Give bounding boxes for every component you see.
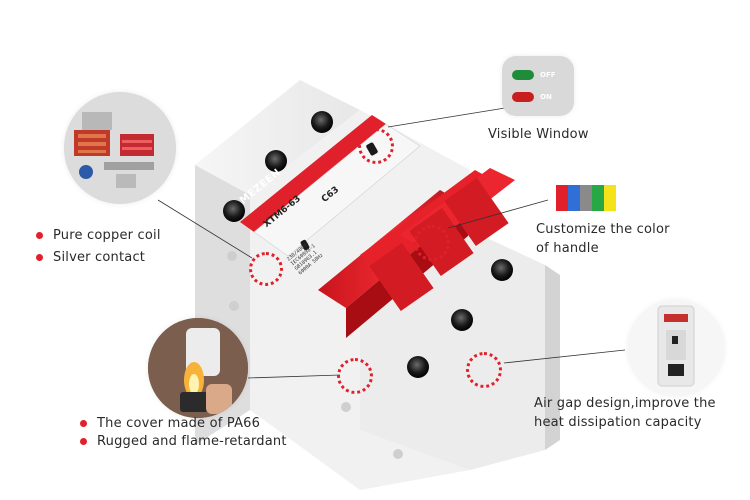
cover-hotspot — [337, 358, 373, 394]
bullet-icon — [80, 438, 87, 445]
off-lamp-icon — [512, 70, 534, 80]
bullet-icon — [36, 232, 43, 239]
flame-retardant-label: Rugged and flame-retardant — [97, 434, 287, 449]
handle-hotspot — [414, 225, 450, 261]
pure-copper-item: Pure copper coil — [36, 228, 161, 243]
handle-color-swatches — [556, 185, 616, 211]
on-label: ON — [540, 93, 552, 101]
bullet-icon — [36, 254, 43, 261]
internal-mechanism-inset — [64, 92, 176, 204]
off-label: OFF — [540, 71, 556, 79]
contact-hotspot — [249, 252, 283, 286]
air-gap-inset — [628, 300, 724, 396]
air-gap-caption-line1: Air gap design,improve the — [534, 396, 716, 411]
airgap-hotspot — [466, 352, 502, 388]
on-lamp-icon — [512, 92, 534, 102]
air-gap-caption-line2: heat dissipation capacity — [534, 415, 702, 430]
cover-pa66-label: The cover made of PA66 — [97, 416, 261, 431]
flame-test-inset — [148, 318, 248, 418]
swatch-yellow — [604, 185, 616, 211]
silver-contact-label: Silver contact — [53, 250, 146, 265]
swatch-green — [592, 185, 604, 211]
visible-window-inset: OFF ON — [502, 56, 574, 116]
on-indicator: ON — [512, 92, 552, 102]
off-indicator: OFF — [512, 70, 556, 80]
customize-caption-line1: Customize the color — [536, 222, 670, 237]
customize-caption-line2: of handle — [536, 241, 599, 256]
silver-contact-item: Silver contact — [36, 250, 145, 265]
copper-coil-icon — [64, 92, 176, 204]
flame-icon — [148, 318, 248, 418]
swatch-red — [556, 185, 568, 211]
pure-copper-label: Pure copper coil — [53, 228, 161, 243]
swatch-gray — [580, 185, 592, 211]
bullet-icon — [80, 420, 87, 427]
visible-window-caption: Visible Window — [488, 127, 589, 142]
window-hotspot — [358, 128, 394, 164]
swatch-blue — [568, 185, 580, 211]
flame-retardant-item: Rugged and flame-retardant — [80, 434, 287, 449]
cover-pa66-item: The cover made of PA66 — [80, 416, 260, 431]
side-view-icon — [628, 300, 724, 396]
